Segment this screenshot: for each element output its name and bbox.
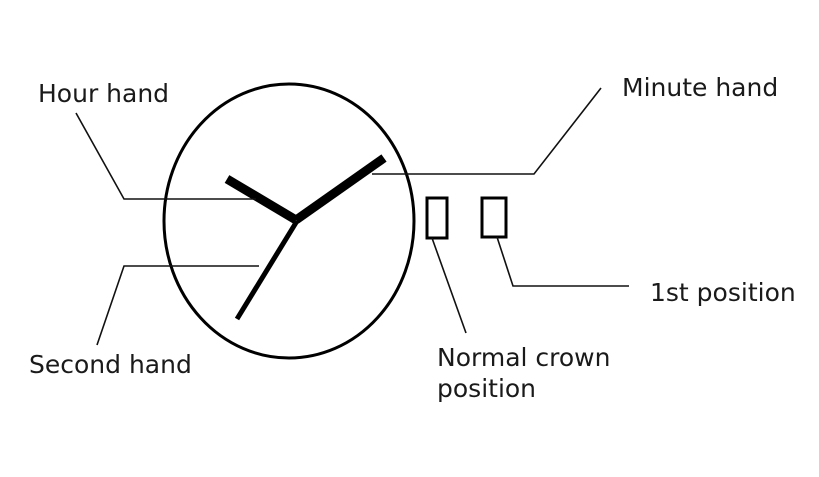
first-position-label: 1st position <box>650 278 796 307</box>
minute-hand-leader <box>372 87 602 175</box>
normal-crown-leader <box>431 237 467 334</box>
minute-hand-label: Minute hand <box>622 73 778 102</box>
watch-hands <box>224 154 387 321</box>
second-hand-leader <box>96 265 259 346</box>
hour-hand-leader <box>75 112 256 200</box>
hour-hand <box>224 175 299 224</box>
normal-crown-label: Normal crown <box>437 343 610 372</box>
watch-dial <box>162 82 416 360</box>
second-hand <box>234 219 300 321</box>
minute-hand <box>293 154 387 224</box>
normal-crown-label-line2: position <box>437 374 536 403</box>
crown-normal-position <box>425 196 449 240</box>
second-hand-label: Second hand <box>29 350 192 379</box>
hour-hand-label: Hour hand <box>38 79 169 108</box>
first-position-leader <box>496 236 629 287</box>
crown-first-position <box>480 196 508 239</box>
